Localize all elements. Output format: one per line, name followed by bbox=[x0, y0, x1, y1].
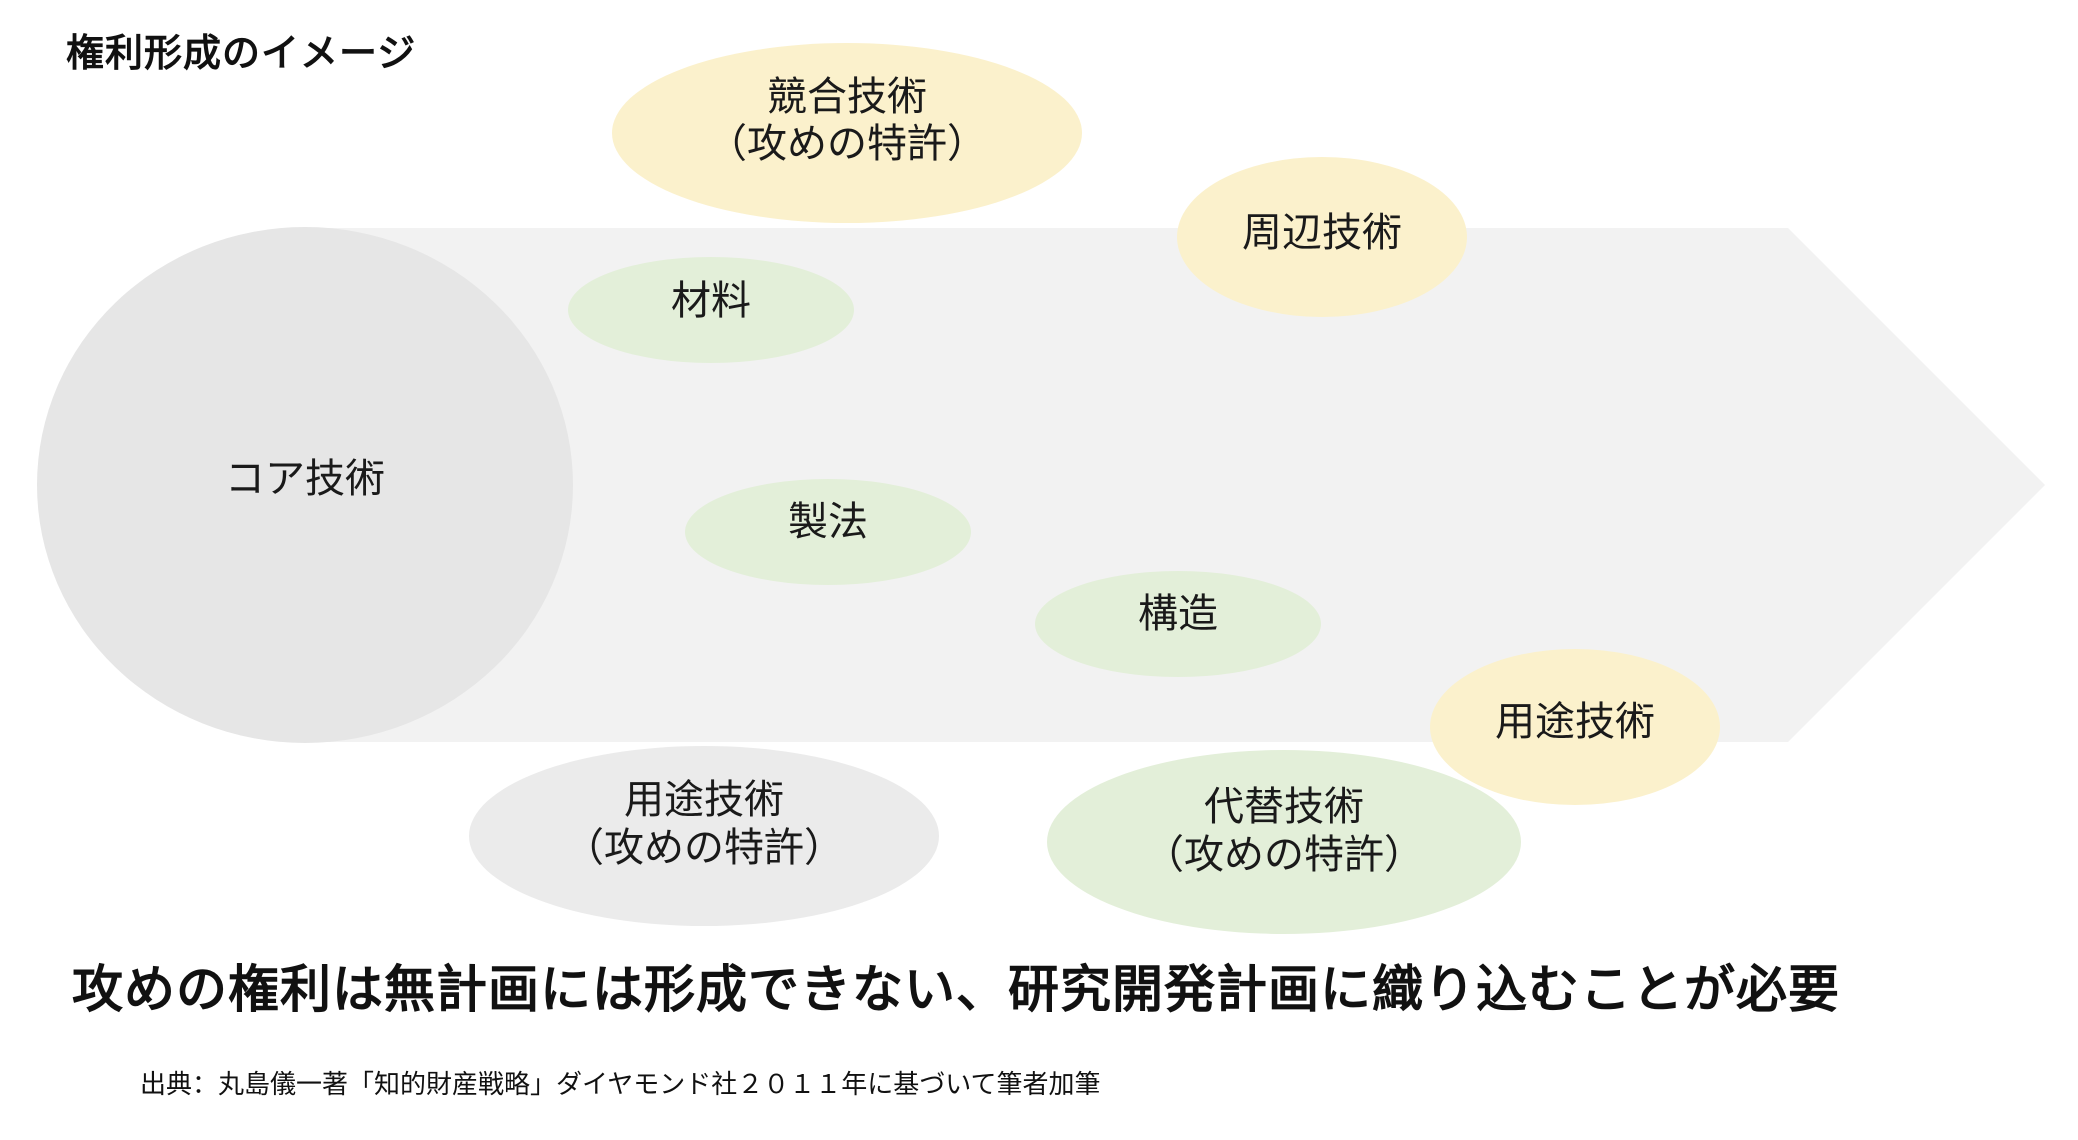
material-label: 材料 bbox=[671, 278, 751, 324]
manufacturing-method-label: 製法 bbox=[788, 499, 868, 545]
competing-technology-label: 競合技術 bbox=[767, 74, 927, 120]
peripheral-technology-label: 周辺技術 bbox=[1242, 210, 1402, 256]
structure-label: 構造 bbox=[1138, 591, 1218, 637]
application-offensive-patent-sublabel: （攻めの特許） bbox=[564, 825, 844, 871]
alternative-technology-sublabel: （攻めの特許） bbox=[1144, 832, 1424, 878]
manufacturing-method-ellipse bbox=[685, 479, 971, 585]
competing-technology-sublabel: （攻めの特許） bbox=[707, 121, 987, 167]
material-ellipse bbox=[568, 257, 854, 363]
application-technology-ellipse bbox=[1430, 649, 1720, 805]
core-technology-label: コア技術 bbox=[225, 456, 385, 502]
alternative-technology-ellipse bbox=[1047, 750, 1521, 934]
application-technology-label: 用途技術 bbox=[1495, 699, 1655, 745]
diagram-title: 権利形成のイメージ bbox=[66, 31, 417, 75]
application-offensive-patent-label: 用途技術 bbox=[624, 777, 784, 823]
alternative-technology-label: 代替技術 bbox=[1204, 784, 1364, 830]
key-message: 攻めの権利は無計画には形成できない、研究開発計画に織り込むことが必要 bbox=[72, 961, 1841, 1020]
application-offensive-patent-ellipse bbox=[469, 746, 939, 926]
core-technology-circle bbox=[37, 227, 573, 743]
competing-technology-ellipse bbox=[612, 43, 1082, 223]
structure-ellipse bbox=[1035, 571, 1321, 677]
peripheral-technology-ellipse bbox=[1177, 157, 1467, 317]
source-citation: 出典：丸島儀一著「知的財産戦略」ダイヤモンド社２０１１年に基づいて筆者加筆 bbox=[140, 1070, 1101, 1100]
